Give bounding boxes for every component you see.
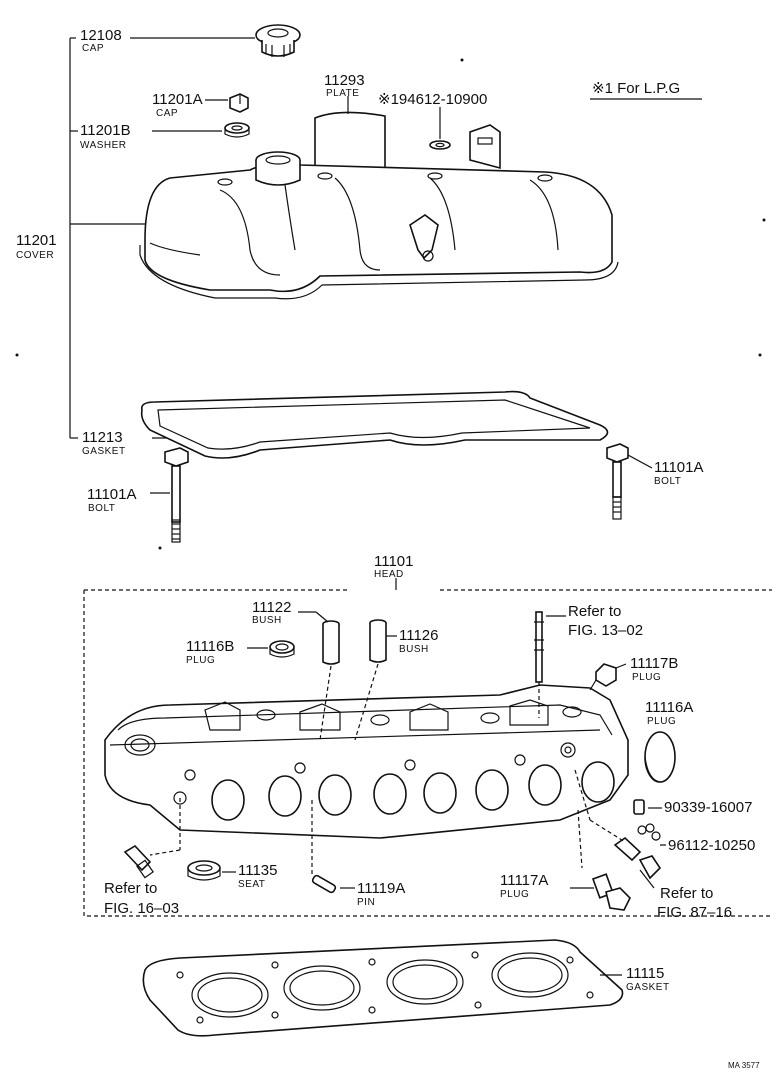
ref-13-02-line2: FIG. 13–02 [568, 622, 643, 639]
bush-leaders [298, 611, 397, 741]
lpg-washer-drawing [429, 107, 451, 150]
part-90339-drawing [633, 799, 662, 815]
part-96112-drawing [637, 823, 666, 846]
labels: 12108 CAP 11201A CAP 11201B WASHER 11293… [16, 27, 760, 1070]
label-11101-name: HEAD [374, 569, 404, 580]
label-11293-number: 11293 [324, 72, 365, 89]
watermark: MA 3577 [728, 1061, 760, 1070]
upper-leaders [150, 99, 653, 494]
dots [15, 58, 766, 550]
label-11116b-name: PLUG [186, 655, 215, 666]
valve-cover-drawing [139, 151, 619, 300]
label-11201-name: COVER [16, 250, 54, 261]
plug-11117a-drawing [570, 873, 631, 911]
washer-drawing [224, 122, 250, 138]
seat-drawing [187, 860, 236, 881]
leader-bracket [69, 37, 255, 441]
label-11135-number: 11135 [238, 862, 278, 879]
label-bolt-right-name: BOLT [654, 476, 681, 487]
head-gasket-drawing [142, 939, 624, 1037]
label-96112: 96112-10250 [668, 837, 755, 854]
ref-13-02-line1: Refer to [568, 603, 621, 620]
bush-right-drawing [369, 619, 387, 663]
label-11117a-number: 11117A [500, 872, 548, 889]
label-bolt-left-number: 11101A [87, 486, 137, 503]
label-11201b-name: WASHER [80, 140, 127, 151]
label-11201a-number: 11201A [152, 91, 203, 108]
label-11117b-name: PLUG [632, 672, 661, 683]
label-11213-number: 11213 [82, 429, 123, 446]
ref-87-16-line1: Refer to [660, 885, 713, 902]
plate-drawing [314, 96, 386, 169]
lpg-bracket-drawing [469, 124, 501, 186]
stud-13-02-drawing [534, 611, 566, 718]
label-bolt-right-number: 11101A [654, 459, 704, 476]
cover-gasket-drawing [140, 390, 609, 459]
head-assembly-frame [83, 578, 772, 917]
ref-16-03-line2: FIG. 16–03 [104, 900, 179, 917]
bolt-left-drawing [164, 447, 189, 543]
fitting-87-16-drawing [574, 769, 662, 889]
bolt-right-drawing [606, 443, 629, 520]
label-11126-number: 11126 [399, 627, 439, 644]
label-11126-name: BUSH [399, 644, 429, 655]
label-11117b-number: 11117B [630, 655, 678, 672]
cap-nut-drawing [229, 93, 249, 113]
label-11115-name: GASKET [626, 982, 670, 993]
lpg-note: ※1 For L.P.G [592, 80, 680, 97]
bush-left-drawing [322, 620, 340, 665]
label-11101-number: 11101 [374, 553, 414, 570]
label-11115-number: 11115 [626, 965, 664, 982]
label-11293-name: PLATE [326, 88, 359, 99]
label-11119a-name: PIN [357, 897, 375, 908]
plug-11117b-drawing [589, 663, 627, 691]
label-11116a-name: PLUG [647, 716, 676, 727]
plug-11116a-drawing [644, 731, 676, 783]
plug-11116b-drawing [247, 640, 295, 658]
label-12108-number: 12108 [80, 27, 122, 44]
label-11119a-number: 11119A [357, 880, 405, 897]
label-bolt-left-name: BOLT [88, 503, 115, 514]
label-11117a-name: PLUG [500, 889, 529, 900]
label-11116a-number: 11116A [645, 699, 693, 716]
label-11135-name: SEAT [238, 879, 265, 890]
ref-87-16-line2: FIG. 87–16 [657, 904, 732, 921]
label-lpg-part: ※194612-10900 [378, 91, 487, 108]
ref-16-03-line1: Refer to [104, 880, 157, 897]
label-11201a-name: CAP [156, 108, 178, 119]
pin-drawing [311, 800, 355, 894]
label-11213-name: GASKET [82, 446, 126, 457]
label-11116b-number: 11116B [186, 638, 234, 655]
oil-filler-cap-drawing [255, 24, 301, 57]
fitting-16-03-drawing [123, 798, 181, 879]
label-11122-number: 11122 [252, 599, 292, 616]
cylinder-head-drawing [104, 684, 629, 839]
label-11122-name: BUSH [252, 615, 282, 626]
label-90339: 90339-16007 [664, 799, 752, 816]
label-12108-name: CAP [82, 43, 104, 54]
label-11201b-number: 11201B [80, 122, 131, 139]
label-11201-number: 11201 [16, 232, 57, 249]
